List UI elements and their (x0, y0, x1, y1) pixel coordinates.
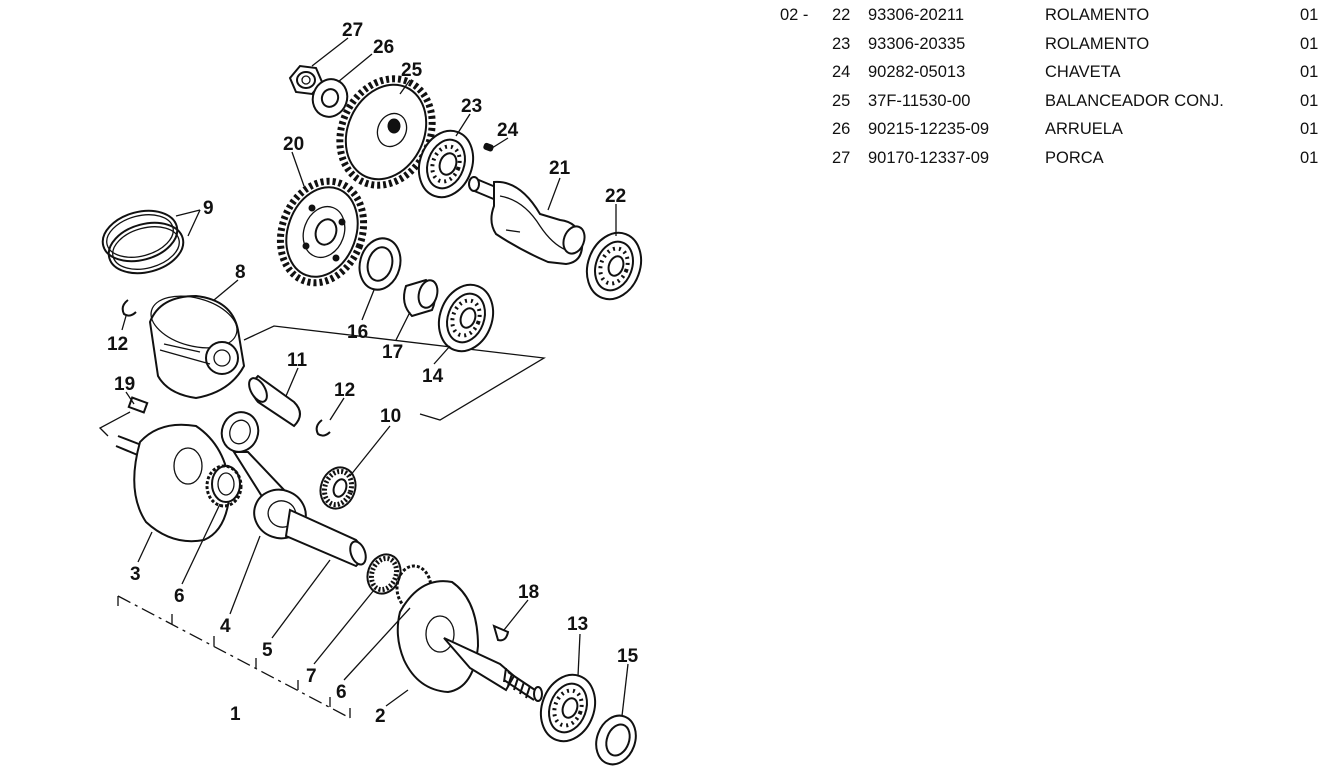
callout-8: 8 (235, 262, 246, 283)
callout-14: 14 (422, 366, 444, 387)
needle-bearing-10 (319, 466, 357, 510)
callout-19: 19 (114, 374, 135, 395)
bearing-16 (358, 237, 402, 291)
crank-pin-5 (284, 508, 367, 568)
callout-labels: 27 26 25 23 24 20 21 22 9 8 12 16 17 14 … (107, 20, 639, 727)
drive-gear-20 (276, 177, 368, 287)
callout-17: 17 (382, 342, 403, 363)
part-quantity: 01 (1300, 6, 1319, 24)
part-number: 24 (832, 63, 851, 81)
part-number: 22 (832, 6, 851, 24)
key-18 (492, 624, 510, 642)
callout-13: 13 (567, 614, 588, 635)
callout-12-left: 12 (107, 334, 128, 355)
key-19 (127, 396, 149, 414)
callout-9: 9 (203, 198, 214, 219)
part-name: ARRUELA (1045, 120, 1123, 138)
part-quantity: 01 (1300, 34, 1319, 53)
callout-6-right: 6 (336, 682, 347, 703)
part-quantity: 01 (1300, 91, 1319, 110)
callout-20: 20 (283, 134, 304, 155)
leader-lines (121, 37, 629, 717)
callout-3: 3 (130, 564, 141, 585)
callout-5: 5 (262, 640, 273, 661)
part-code: 93306-20335 (868, 34, 966, 53)
sleeve-17 (403, 278, 439, 318)
callout-7: 7 (306, 666, 317, 687)
crank-half-3 (115, 423, 241, 543)
part-number: 27 (832, 148, 851, 167)
callout-10: 10 (380, 406, 401, 427)
callout-26: 26 (373, 37, 394, 58)
oil-seal-15 (595, 714, 637, 766)
callout-1: 1 (230, 704, 241, 725)
part-number: 26 (832, 120, 851, 138)
callout-4: 4 (220, 616, 231, 637)
part-code: 90170-12337-09 (868, 148, 990, 167)
callout-27: 27 (342, 20, 363, 41)
callout-23: 23 (461, 96, 482, 117)
piston-rings-9 (101, 209, 185, 275)
callout-21: 21 (549, 158, 571, 179)
part-name: ROLAMENTO (1045, 34, 1150, 53)
bearing-14 (437, 283, 495, 353)
callout-22: 22 (605, 186, 626, 207)
part-name: PORCA (1045, 148, 1104, 167)
part-name: CHAVETA (1045, 63, 1121, 81)
callout-11: 11 (287, 350, 308, 371)
callout-2: 2 (375, 706, 386, 727)
bearing-23 (417, 129, 475, 199)
key-24 (483, 142, 494, 152)
part-number: 23 (832, 34, 851, 53)
part-number: 25 (832, 91, 851, 110)
washer-26 (311, 78, 349, 118)
callout-16: 16 (347, 322, 368, 343)
balancer-shaft-21 (468, 176, 586, 266)
bearing-13 (539, 673, 597, 743)
callout-15: 15 (617, 646, 639, 667)
crank-half-2 (396, 580, 543, 702)
callout-24: 24 (497, 120, 519, 141)
part-name: ROLAMENTO (1045, 6, 1150, 24)
part-quantity: 01 (1300, 63, 1319, 81)
assembly-boundary-lines (98, 325, 546, 437)
piston-pin-11 (248, 374, 301, 428)
part-quantity: 01 (1300, 148, 1319, 167)
needle-bearing-7 (366, 553, 402, 595)
group-label: 02 - (780, 6, 809, 24)
crank-assembly-bracket-1 (117, 595, 351, 719)
callout-18: 18 (518, 582, 539, 603)
bearing-22 (585, 231, 643, 301)
part-code: 90215-12235-09 (868, 120, 990, 138)
part-name: BALANCEADOR CONJ. (1045, 91, 1224, 110)
part-code: 93306-20211 (868, 6, 965, 24)
washer-6-left (205, 464, 243, 508)
circlip-12-left (121, 299, 137, 317)
circlip-12-right (315, 419, 331, 437)
part-quantity: 01 (1300, 120, 1319, 138)
callout-6-left: 6 (174, 586, 185, 607)
piston-8 (148, 294, 246, 400)
part-code: 90282-05013 (868, 63, 966, 81)
part-code: 37F-11530-00 (868, 91, 971, 110)
callout-12-right: 12 (334, 380, 355, 401)
callout-25: 25 (401, 60, 423, 81)
